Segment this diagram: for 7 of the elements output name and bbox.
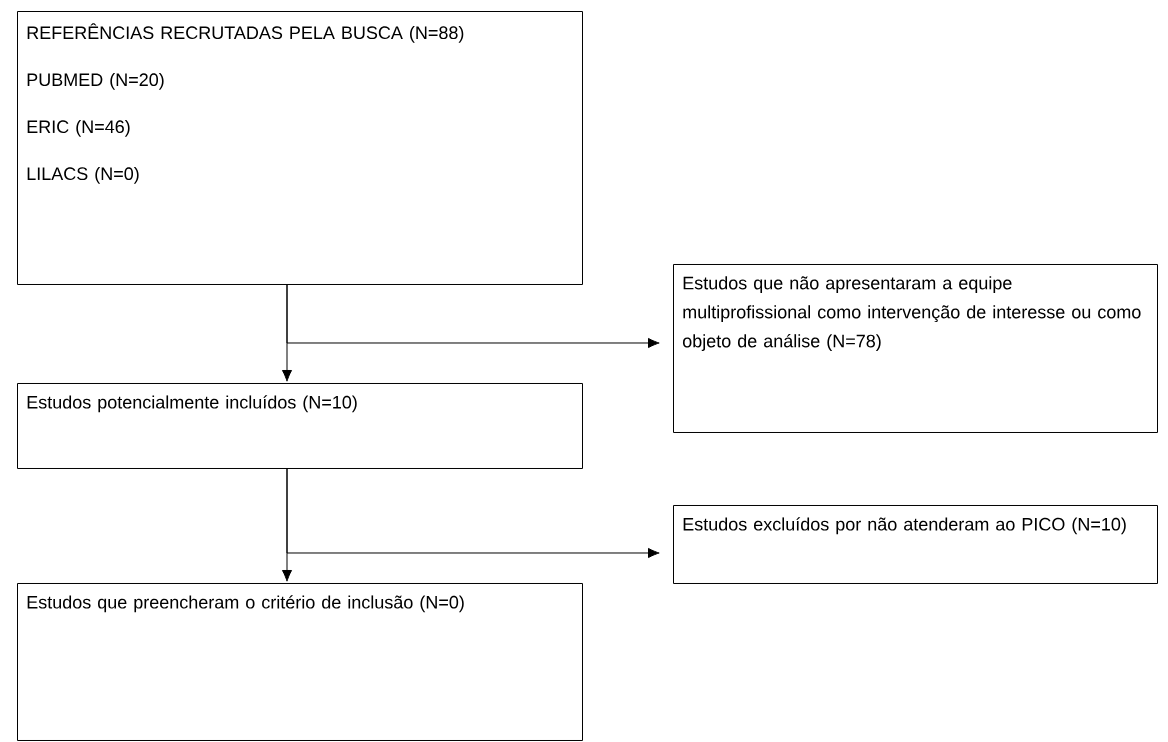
process-box: Estudos que preencheram o critério de inclusão (N=0) <box>17 583 583 741</box>
arrow <box>286 284 660 349</box>
process-box: REFERÊNCIAS RECRUTADAS PELA BUSCA (N=88) PUBMED (N=20) ERIC (N=46) LILACS (N=0) <box>17 11 583 285</box>
process-box: Estudos que não apresentaram a equipe multiprofissional como intervenção de interesse ou como objeto de análise (N=78) <box>673 264 1158 433</box>
arrow <box>286 468 660 559</box>
process-box: Estudos excluídos por não atenderam ao PICO (N=10) <box>673 505 1158 584</box>
process-box: Estudos potencialmente incluídos (N=10) <box>17 383 583 469</box>
